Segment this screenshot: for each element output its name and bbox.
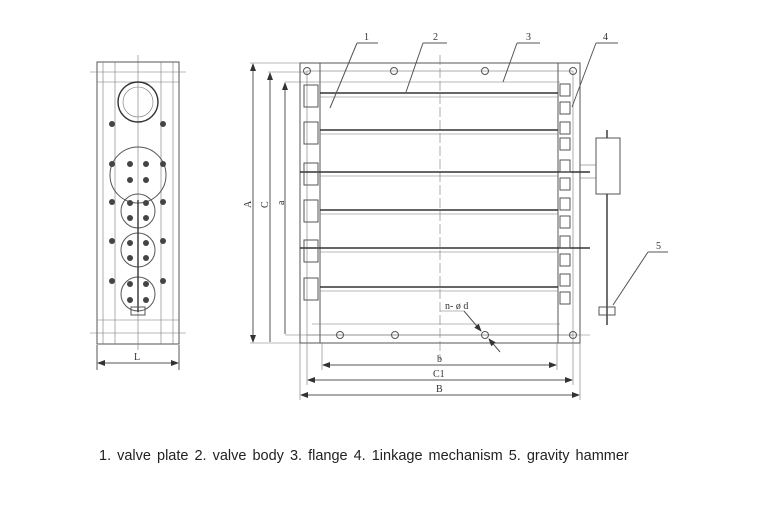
legend-caption: 1. valve plate 2. valve body 3. flange 4…: [99, 448, 629, 464]
dim-label-a: a: [276, 200, 287, 205]
callout-5: 5: [656, 241, 661, 252]
dim-label-b: b: [437, 354, 442, 365]
callout-3: 3: [526, 32, 531, 43]
side-view: [90, 55, 186, 350]
callout-2: 2: [433, 32, 438, 43]
front-view: [285, 55, 621, 360]
linkage-right: [559, 83, 571, 305]
dim-label-B: B: [436, 384, 443, 395]
callout-1: 1: [364, 32, 369, 43]
bearings-left: [303, 84, 319, 301]
dim-label-L: L: [134, 352, 140, 363]
flange-holes: [303, 67, 577, 339]
callout-4: 4: [603, 32, 608, 43]
hole-note: n- ø d: [445, 301, 468, 312]
callout-leaders: [329, 42, 668, 306]
dim-label-C: C: [260, 201, 271, 208]
dim-label-A: A: [243, 200, 254, 208]
dim-label-C1: C1: [433, 369, 445, 380]
valve-blades: [300, 92, 590, 292]
gravity-hammer: [580, 130, 621, 325]
